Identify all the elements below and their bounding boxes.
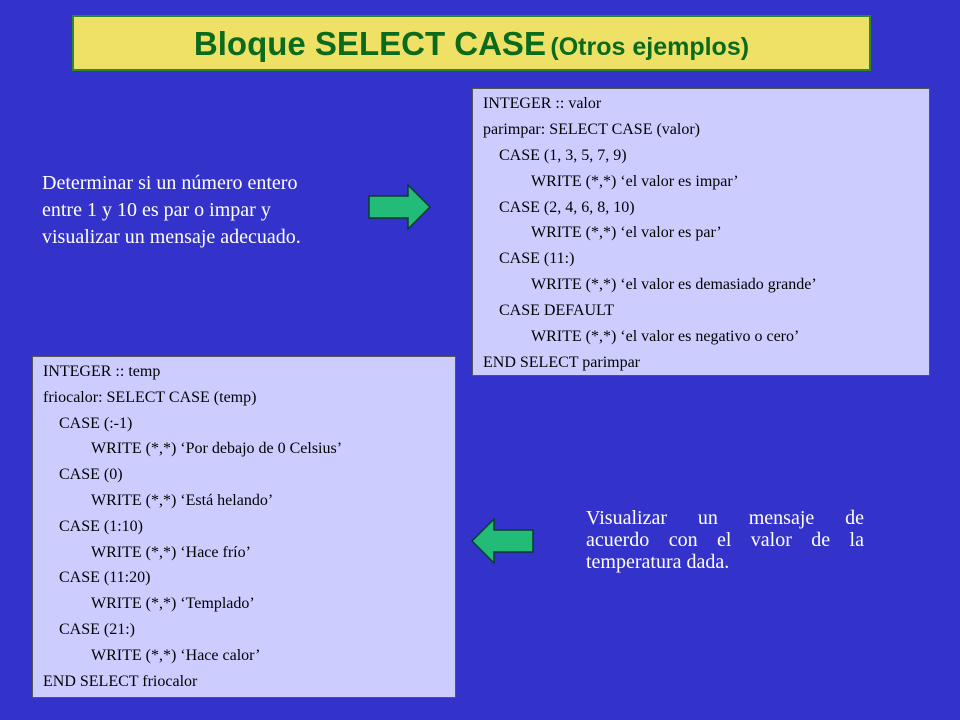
code-line: WRITE (*,*) ‘Hace frío’ <box>91 543 251 561</box>
code-line: WRITE (*,*) ‘el valor es demasiado grand… <box>531 276 817 294</box>
code-line: WRITE (*,*) ‘Hace calor’ <box>91 646 261 664</box>
example1-description-line: Determinar si un número entero <box>42 172 298 194</box>
code-line: CASE (11:) <box>499 250 575 268</box>
code-line: friocalor: SELECT CASE (temp) <box>43 388 257 406</box>
title-main: Bloque SELECT CASE <box>193 25 546 62</box>
code-line: WRITE (*,*) ‘el valor es par’ <box>531 224 722 242</box>
slide-title: Bloque SELECT CASE (Otros ejemplos) <box>72 15 871 71</box>
code-line: INTEGER :: valor <box>483 95 602 112</box>
example2-description: Visualizar un mensaje de acuerdo con el … <box>586 507 864 573</box>
code-line: CASE (21:) <box>59 620 135 638</box>
example2-description-line: acuerdo con el valor de la <box>586 529 864 551</box>
title-subtitle: (Otros ejemplos) <box>550 33 750 61</box>
code-line: CASE DEFAULT <box>499 302 615 320</box>
code-block-parimpar: INTEGER :: valor parimpar: SELECT CASE (… <box>472 88 930 376</box>
arrow-right-icon <box>368 184 432 230</box>
code-line: WRITE (*,*) ‘Por debajo de 0 Celsius’ <box>91 440 343 458</box>
code-line: CASE (1:10) <box>59 517 143 535</box>
arrow-left-icon <box>470 518 534 564</box>
example1-description-line: entre 1 y 10 es par o impar y <box>42 199 271 221</box>
code-line: CASE (0) <box>59 466 123 484</box>
code-line: END SELECT parimpar <box>483 353 641 371</box>
code-line: WRITE (*,*) ‘el valor es impar’ <box>531 172 739 190</box>
example1-description-line: visualizar un mensaje adecuado. <box>42 226 301 248</box>
code-line: WRITE (*,*) ‘Está helando’ <box>91 491 274 509</box>
code-line: CASE (1, 3, 5, 7, 9) <box>499 146 627 164</box>
code-block-friocalor: INTEGER :: temp friocalor: SELECT CASE (… <box>32 356 456 698</box>
code-line: INTEGER :: temp <box>43 363 161 380</box>
code-line: CASE (11:20) <box>59 569 151 587</box>
code-line: WRITE (*,*) ‘el valor es negativo o cero… <box>531 328 800 346</box>
code-line: parimpar: SELECT CASE (valor) <box>483 120 700 138</box>
code-line: WRITE (*,*) ‘Templado’ <box>91 595 255 613</box>
example2-description-line: Visualizar un mensaje de <box>586 507 864 529</box>
code-line: CASE (2, 4, 6, 8, 10) <box>499 198 635 216</box>
code-line: CASE (:-1) <box>59 414 133 432</box>
example2-description-line: temperatura dada. <box>586 551 730 573</box>
example1-description: Determinar si un número entero entre 1 y… <box>42 170 362 251</box>
code-line: END SELECT friocalor <box>43 672 198 690</box>
